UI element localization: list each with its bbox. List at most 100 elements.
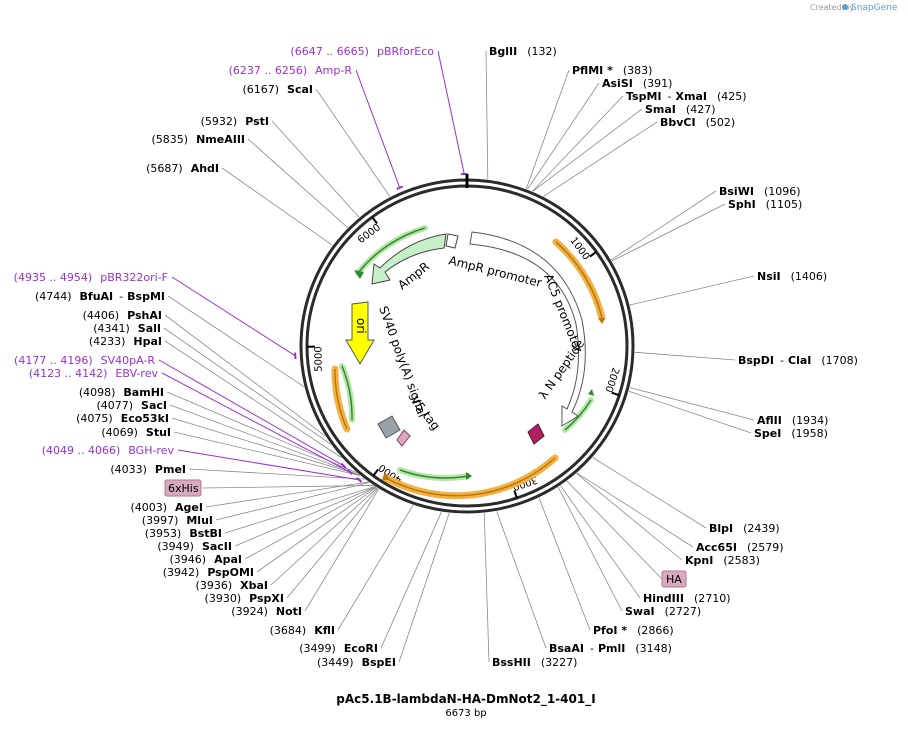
enzyme-site[interactable]: (4098)BamHI	[79, 386, 164, 399]
green-arrowhead-top-left	[354, 270, 364, 279]
ampr-feature[interactable]	[371, 233, 447, 285]
enzyme-site[interactable]: (3449)BspEI	[317, 656, 396, 669]
enzyme-site[interactable]: (3930)PspXI	[205, 592, 284, 605]
enzyme-site[interactable]: BsaAI-PmlI(3148)	[549, 642, 672, 655]
enzyme-site[interactable]: (3997)MluI	[142, 514, 213, 527]
enzyme-name: PshAI	[127, 309, 162, 322]
enzyme-name: BfuAI	[80, 290, 114, 303]
enzyme-site[interactable]: HindIII(2710)	[643, 592, 731, 605]
enzyme-site[interactable]: (3953)BstBI	[145, 527, 222, 540]
sv40-polya-feature[interactable]	[377, 415, 401, 439]
credit: Created by SnapGene	[810, 3, 898, 13]
enzyme-site[interactable]: SpeI(1958)	[754, 427, 828, 440]
lambda-n-feature[interactable]	[527, 423, 545, 445]
enzyme-site[interactable]: (4233)HpaI	[89, 335, 162, 348]
orf-arrowhead-top-right	[598, 318, 605, 324]
enzyme-site[interactable]: (5687)AhdI	[146, 162, 219, 175]
enzyme-leader-line	[234, 486, 376, 547]
enzyme-name: KpnI	[685, 554, 713, 567]
tag-6xhis[interactable]: 6xHis	[164, 479, 202, 497]
enzyme-site[interactable]: (3936)XbaI	[196, 579, 268, 592]
enzyme-site[interactable]: (4077)SacI	[96, 399, 167, 412]
enzyme-name: ScaI	[287, 83, 313, 96]
enzyme-name: BstBI	[189, 527, 222, 540]
enzyme-position: (5835)	[152, 133, 189, 146]
enzyme-site[interactable]: KpnI(2583)	[685, 554, 760, 567]
primer-site[interactable]: (6647 .. 6665)pBRforEco	[290, 45, 434, 58]
enzyme-label: BbvCI(502)	[660, 116, 735, 129]
primer-binding-mark	[396, 185, 404, 190]
enzyme-label: (4075)Eco53kI	[76, 412, 169, 425]
enzyme-site[interactable]: (4033)PmeI	[110, 463, 186, 476]
enzyme-site[interactable]: (5835)NmeAIII	[152, 133, 246, 146]
enzyme-site[interactable]: (3924)NotI	[231, 605, 302, 618]
enzyme-position: (5687)	[146, 162, 183, 175]
enzyme-position: (4033)	[110, 463, 147, 476]
enzyme-leader-line	[380, 511, 442, 649]
enzyme-site[interactable]: (4069)StuI	[101, 426, 171, 439]
enzyme-name: BsiWI	[719, 185, 754, 198]
enzyme-site[interactable]: (4075)Eco53kI	[76, 412, 169, 425]
enzyme-name: BamHI	[123, 386, 164, 399]
enzyme-site[interactable]: (4341)SalI	[93, 322, 161, 335]
enzyme-site[interactable]: TspMI-XmaI(425)	[626, 90, 747, 103]
enzyme-position: (2727)	[665, 605, 702, 618]
enzyme-position: (1958)	[791, 427, 828, 440]
enzyme-site[interactable]: (4406)PshAI	[83, 309, 162, 322]
enzyme-label: HindIII(2710)	[643, 592, 731, 605]
enzyme-leader-line	[173, 431, 361, 476]
credit-brand: SnapGene	[851, 3, 898, 13]
ori-feature[interactable]	[345, 301, 375, 365]
enzyme-site[interactable]: Acc65I(2579)	[696, 541, 784, 554]
enzyme-label: (4233)HpaI	[89, 335, 162, 348]
enzyme-site[interactable]: AflII(1934)	[757, 414, 828, 427]
enzyme-site[interactable]: (3949)SacII	[157, 540, 232, 553]
enzyme-label: AsiSI(391)	[602, 77, 672, 90]
enzyme-site[interactable]: (5932)PstI	[201, 115, 269, 128]
enzyme-name: BbvCI	[660, 116, 696, 129]
enzyme-site[interactable]: SmaI(427)	[645, 103, 716, 116]
green-arrowhead-bottom	[466, 472, 472, 480]
enzyme-leader-line	[164, 314, 326, 437]
primer-leader-line	[161, 372, 351, 473]
primer-site[interactable]: (4049 .. 4066)BGH-rev	[42, 444, 175, 457]
enzyme-site[interactable]: BglII(132)	[489, 45, 557, 58]
enzyme-site[interactable]: (6167)ScaI	[242, 83, 313, 96]
tag-ha[interactable]: HA	[661, 570, 687, 588]
enzyme-site[interactable]: SwaI(2727)	[625, 605, 701, 618]
enzyme-site[interactable]: (3946)ApaI	[170, 553, 242, 566]
enzyme-site[interactable]: BbvCI(502)	[660, 116, 735, 129]
primer-site[interactable]: (4935 .. 4954)pBR322ori-F	[14, 271, 168, 284]
enzyme-label: (4077)SacI	[96, 399, 167, 412]
enzyme-site[interactable]: BssHII(3227)	[492, 656, 577, 669]
enzyme-site[interactable]: AsiSI(391)	[602, 77, 672, 90]
enzyme-site[interactable]: (4744)BfuAI-BspMI	[35, 290, 165, 303]
enzyme-label: (3499)EcoRI	[299, 642, 378, 655]
enzyme-sep: -	[668, 90, 672, 103]
enzyme-site[interactable]: PfoI *(2866)	[593, 624, 674, 637]
enzyme-leader-line	[315, 88, 391, 197]
enzyme-site[interactable]: (4003)AgeI	[130, 501, 203, 514]
ac5-promoter-feature[interactable]	[469, 231, 586, 427]
ampr-promoter-box[interactable]	[445, 233, 459, 249]
snapgene-logo-icon	[842, 4, 848, 10]
green-orf-right-core	[564, 399, 592, 431]
enzyme-site[interactable]: PflMI *(383)	[572, 64, 652, 77]
tick-mark	[611, 391, 620, 397]
enzyme-leader-line	[634, 351, 736, 361]
primer-site[interactable]: (6237 .. 6256)Amp-R	[229, 64, 353, 77]
enzyme-leader-line	[543, 121, 658, 197]
enzyme-site[interactable]: (3684)KflI	[270, 624, 335, 637]
enzyme-site[interactable]: BlpI(2439)	[709, 522, 780, 535]
enzyme-site[interactable]: SphI(1105)	[728, 198, 802, 211]
enzyme-site[interactable]: NsiI(1406)	[757, 270, 827, 283]
primer-site[interactable]: (4177 .. 4196)SV40pA-R	[14, 354, 155, 367]
v5-tag-feature[interactable]	[396, 429, 411, 447]
enzyme-position: (3930)	[205, 592, 242, 605]
primer-site[interactable]: (4123 .. 4142)EBV-rev	[29, 367, 159, 380]
enzyme-site[interactable]: (3499)EcoRI	[299, 642, 378, 655]
enzyme-site[interactable]: BsiWI(1096)	[719, 185, 801, 198]
enzyme-site[interactable]: BspDI-ClaI(1708)	[738, 354, 858, 367]
enzyme-sep: -	[780, 354, 784, 367]
enzyme-site[interactable]: (3942)PspOMI	[163, 566, 254, 579]
